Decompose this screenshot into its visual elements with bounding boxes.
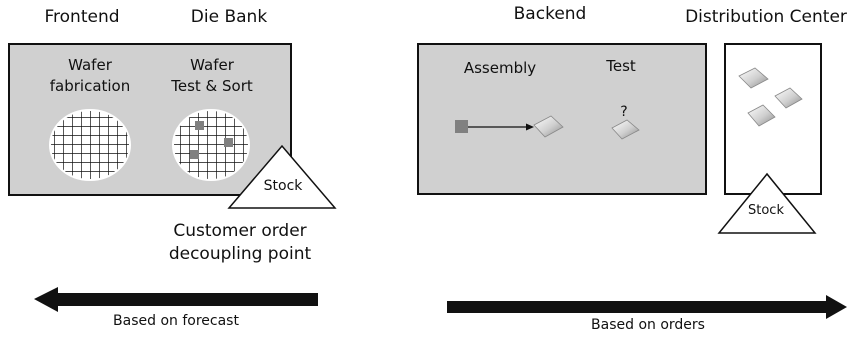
stock-triangle-die-bank <box>227 144 337 209</box>
chip-icon <box>747 104 776 127</box>
die-marker <box>195 121 204 130</box>
wafer-fabrication-label: Wafer fabrication <box>49 56 131 95</box>
packaged-chip-icon <box>533 115 564 138</box>
stock-label-die-bank: Stock <box>263 178 303 194</box>
backend-header: Backend <box>513 4 587 24</box>
frontend-header: Frontend <box>44 7 120 27</box>
assembly-label: Assembly <box>463 59 537 77</box>
backend-box <box>417 43 707 195</box>
die-bank-header: Die Bank <box>190 7 268 27</box>
chip-icon <box>774 87 803 109</box>
distribution-center-box <box>724 43 822 195</box>
stock-label-distribution: Stock <box>748 203 784 218</box>
wafer-grid-icon <box>49 109 131 181</box>
die-marker <box>190 150 199 159</box>
assembly-arrowhead <box>526 123 534 131</box>
wafer-test-sort-label: Wafer Test & Sort <box>171 56 253 95</box>
decoupling-point-label: Customer order decoupling point <box>168 221 312 264</box>
forecast-arrow <box>34 287 318 312</box>
test-question-mark: ? <box>620 104 628 120</box>
stock-triangle-distribution <box>717 172 817 234</box>
forecast-label: Based on forecast <box>113 313 239 329</box>
test-label: Test <box>606 57 636 75</box>
chip-icon <box>738 67 769 89</box>
wafer-sorted-icon <box>172 109 250 181</box>
frontend-box <box>8 43 292 196</box>
test-chip-icon <box>611 119 640 140</box>
distribution-center-header: Distribution Center <box>685 7 847 27</box>
die-marker <box>224 138 233 147</box>
orders-arrow <box>447 295 847 319</box>
die-square-icon <box>455 120 468 133</box>
orders-label: Based on orders <box>591 317 705 333</box>
